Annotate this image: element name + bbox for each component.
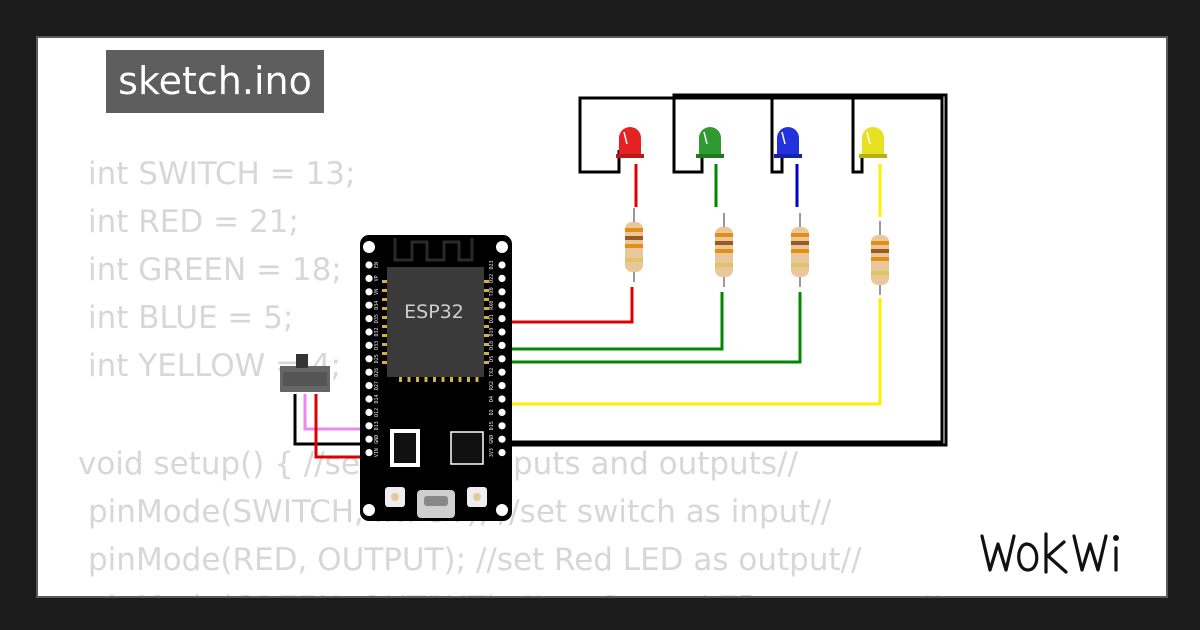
pin-label: D14 <box>374 394 380 403</box>
pin-hole[interactable] <box>498 261 506 269</box>
pin-hole[interactable] <box>365 382 373 390</box>
pin-label: RX2 <box>489 381 495 390</box>
pin-label: GND <box>374 435 380 444</box>
pin-hole[interactable] <box>365 408 373 416</box>
chip-label: ESP32 <box>404 301 464 323</box>
pin-hole[interactable] <box>498 341 506 349</box>
pin-hole[interactable] <box>498 328 506 336</box>
pin-label: D35 <box>374 314 380 323</box>
led-green <box>696 127 724 158</box>
pin-label: D15 <box>489 421 495 430</box>
resistor[interactable] <box>715 213 733 287</box>
pin-hole[interactable] <box>498 368 506 376</box>
pin-hole[interactable] <box>498 274 506 282</box>
pin-label: D34 <box>374 301 380 310</box>
pin-label: D21 <box>489 314 495 323</box>
pin-label: GND <box>489 435 495 444</box>
pin-label: 3V3 <box>489 448 495 457</box>
pin-hole[interactable] <box>365 301 373 309</box>
switch-wires <box>293 394 364 459</box>
led-yellow <box>859 127 887 158</box>
pin-hole[interactable] <box>365 328 373 336</box>
led-wires <box>504 164 882 406</box>
pin-label: VP <box>374 275 380 281</box>
pin-label: TX2 <box>489 368 495 377</box>
simulation-canvas[interactable]: int SWITCH = 13;int RED = 21;int GREEN =… <box>36 36 1168 598</box>
pin-label: VIN <box>374 448 380 457</box>
ground-wires <box>507 93 948 447</box>
resistor[interactable] <box>791 213 809 287</box>
pin-label: D25 <box>374 354 380 363</box>
pin-label: VN <box>374 289 380 295</box>
pin-label: EN <box>374 262 380 268</box>
pin-label: D12 <box>374 408 380 417</box>
resistor[interactable] <box>871 221 889 295</box>
pin-hole[interactable] <box>498 315 506 323</box>
pin-label: D26 <box>374 368 380 377</box>
pin-label: D23 <box>489 260 495 269</box>
pin-hole[interactable] <box>365 341 373 349</box>
pin-hole[interactable] <box>365 355 373 363</box>
pin-hole[interactable] <box>498 435 506 443</box>
pin-hole[interactable] <box>498 382 506 390</box>
pin-label: D4 <box>489 396 495 402</box>
pin-hole[interactable] <box>365 288 373 296</box>
pin-hole[interactable] <box>365 368 373 376</box>
pin-hole[interactable] <box>498 408 506 416</box>
resistor[interactable] <box>625 208 643 282</box>
pin-label: D19 <box>489 327 495 336</box>
pin-label: D18 <box>489 341 495 350</box>
pin-hole[interactable] <box>365 274 373 282</box>
pin-label: D32 <box>374 327 380 336</box>
pin-hole[interactable] <box>365 422 373 430</box>
pin-hole[interactable] <box>365 435 373 443</box>
pin-hole[interactable] <box>365 449 373 457</box>
pin-label: RX0 <box>489 301 495 310</box>
pin-hole[interactable] <box>365 315 373 323</box>
wokwi-logo <box>980 532 1119 574</box>
pin-label: D5 <box>489 356 495 362</box>
pin-hole[interactable] <box>498 288 506 296</box>
led-red <box>616 127 644 158</box>
pin-hole[interactable] <box>498 301 506 309</box>
pin-hole[interactable] <box>498 395 506 403</box>
pin-label: D33 <box>374 341 380 350</box>
pin-hole[interactable] <box>498 422 506 430</box>
pin-hole[interactable] <box>498 449 506 457</box>
pin-hole[interactable] <box>498 355 506 363</box>
pin-label: D27 <box>374 381 380 390</box>
pin-label: TX0 <box>489 287 495 296</box>
slide-switch <box>280 354 330 392</box>
sketch-tab[interactable]: sketch.ino <box>106 50 324 113</box>
pin-label: D22 <box>489 274 495 283</box>
pin-hole[interactable] <box>365 261 373 269</box>
pin-label: D2 <box>489 409 495 415</box>
pin-label: D13 <box>374 421 380 430</box>
pin-hole[interactable] <box>365 395 373 403</box>
led-blue <box>774 127 802 158</box>
